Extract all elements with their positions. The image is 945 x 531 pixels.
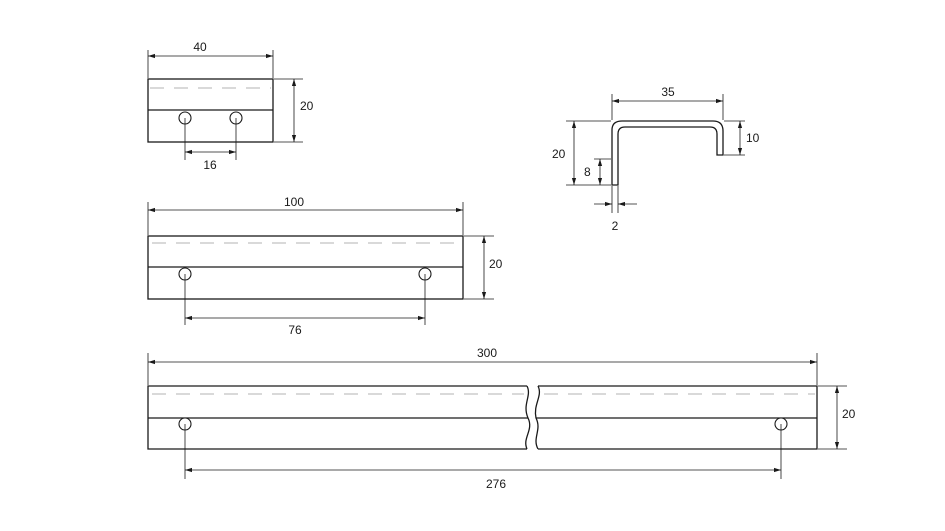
small-height-label: 20 <box>300 99 314 113</box>
profile-lip-dimension: 10 <box>724 120 760 156</box>
large-hole-spacing-dimension: 276 <box>184 424 782 491</box>
medium-hole-spacing-label: 76 <box>288 323 302 337</box>
profile-leg-label: 8 <box>584 165 591 179</box>
small-handle-view: 40 20 16 <box>147 40 314 172</box>
medium-width-label: 100 <box>284 195 304 209</box>
medium-handle-view: 100 20 76 <box>147 195 503 337</box>
small-hole-spacing-label: 16 <box>203 158 217 172</box>
large-handle-break-left <box>525 385 531 450</box>
large-hole-spacing-label: 276 <box>486 477 506 491</box>
profile-lip-label: 10 <box>746 131 760 145</box>
profile-leg-dimension: 8 <box>584 158 611 185</box>
large-handle-break-right <box>534 385 541 450</box>
profile-width-dimension: 35 <box>611 85 724 120</box>
large-width-dimension: 300 <box>147 346 818 385</box>
small-width-dimension: 40 <box>147 40 274 78</box>
profile-outline <box>611 120 724 186</box>
profile-height-dimension: 20 <box>552 120 611 186</box>
profile-width-label: 35 <box>661 85 675 99</box>
profile-thickness-label: 2 <box>612 219 619 233</box>
profile-thickness-dimension: 2 <box>594 186 637 233</box>
medium-width-dimension: 100 <box>147 195 464 235</box>
small-hole-spacing-dimension: 16 <box>184 118 237 172</box>
profile-height-label: 20 <box>552 147 566 161</box>
profile-section-view: 35 20 8 10 2 <box>552 85 760 233</box>
medium-hole-spacing-dimension: 76 <box>184 274 426 337</box>
medium-height-dimension: 20 <box>464 235 503 300</box>
small-height-dimension: 20 <box>274 78 314 143</box>
large-handle-view: 300 20 276 <box>147 346 856 491</box>
large-height-label: 20 <box>842 407 856 421</box>
small-width-label: 40 <box>193 40 207 54</box>
medium-height-label: 20 <box>489 257 503 271</box>
large-height-dimension: 20 <box>818 385 856 450</box>
large-width-label: 300 <box>477 346 497 360</box>
